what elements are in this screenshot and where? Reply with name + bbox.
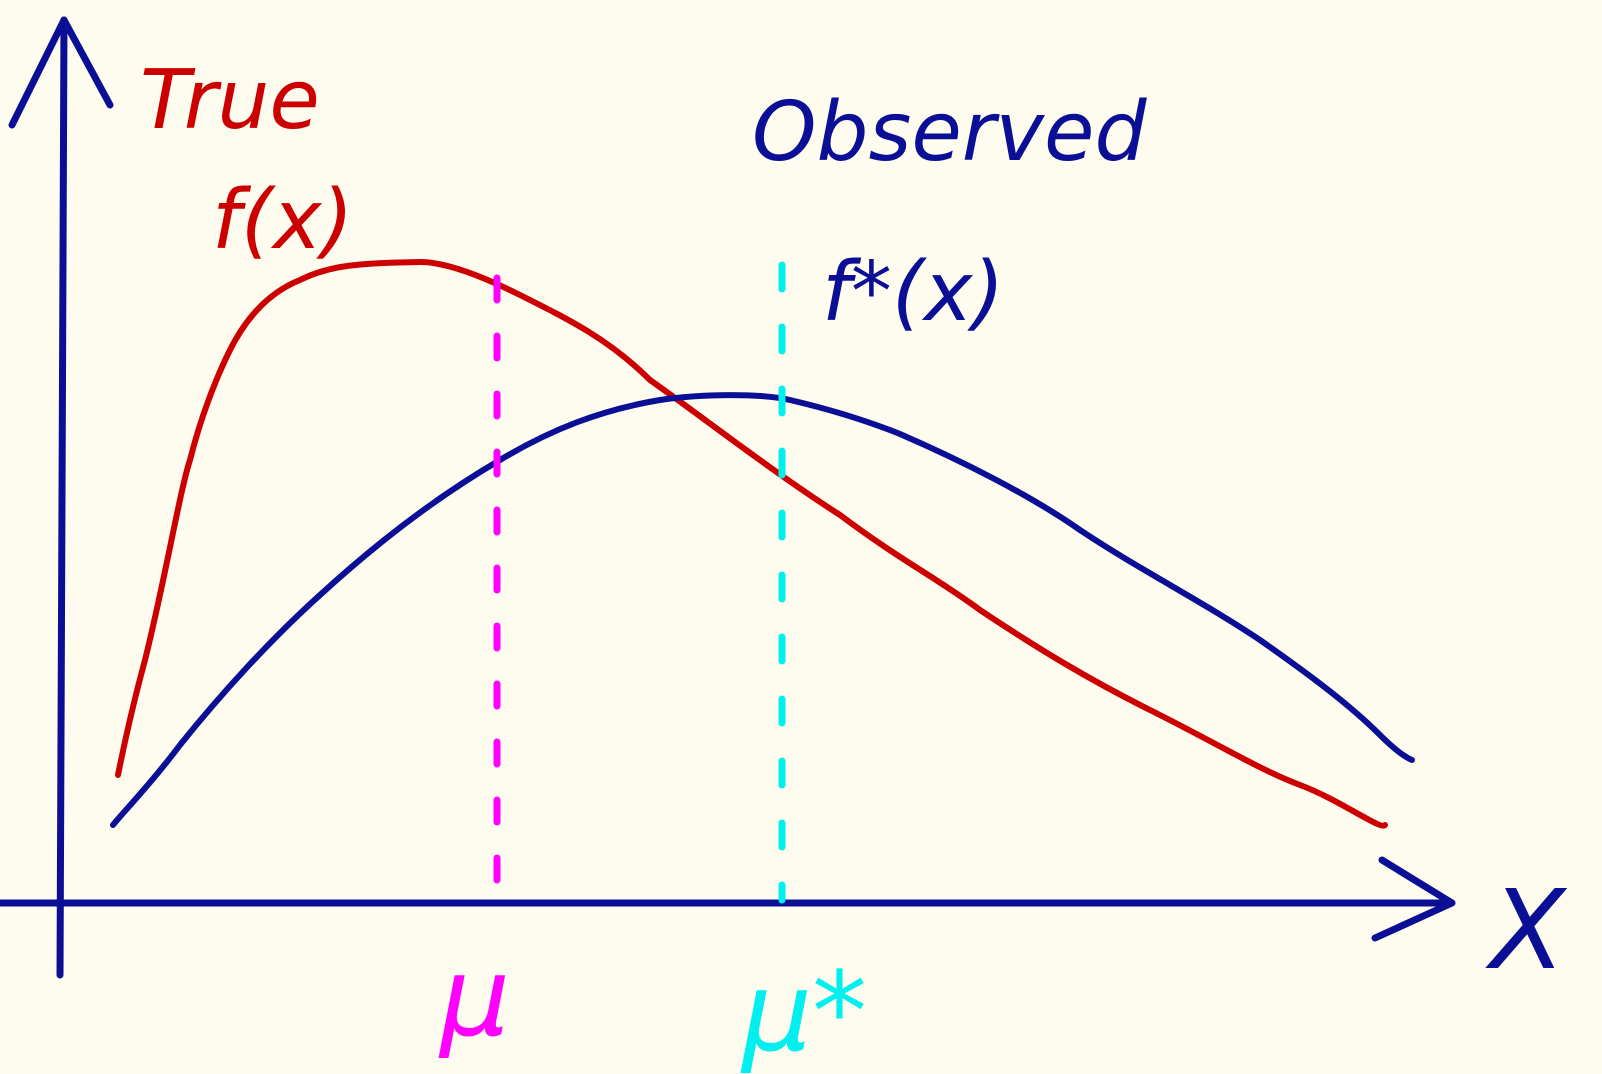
y-axis-line <box>56 16 68 979</box>
true-curve <box>115 259 1388 829</box>
observed-curve <box>110 392 1415 828</box>
mu-star-label: μ* <box>740 948 867 1074</box>
true-label: True <box>140 53 320 148</box>
observed-func-label: f*(x) <box>822 245 1004 340</box>
y-axis-arrowhead <box>8 16 114 129</box>
observed-label: Observed <box>752 85 1147 180</box>
true-func-label: f(x) <box>212 173 353 268</box>
x-axis-arrowhead <box>1371 856 1456 942</box>
mu-label: μ <box>438 933 510 1061</box>
x-axis-label: X <box>1485 866 1568 994</box>
axes <box>0 16 1456 979</box>
